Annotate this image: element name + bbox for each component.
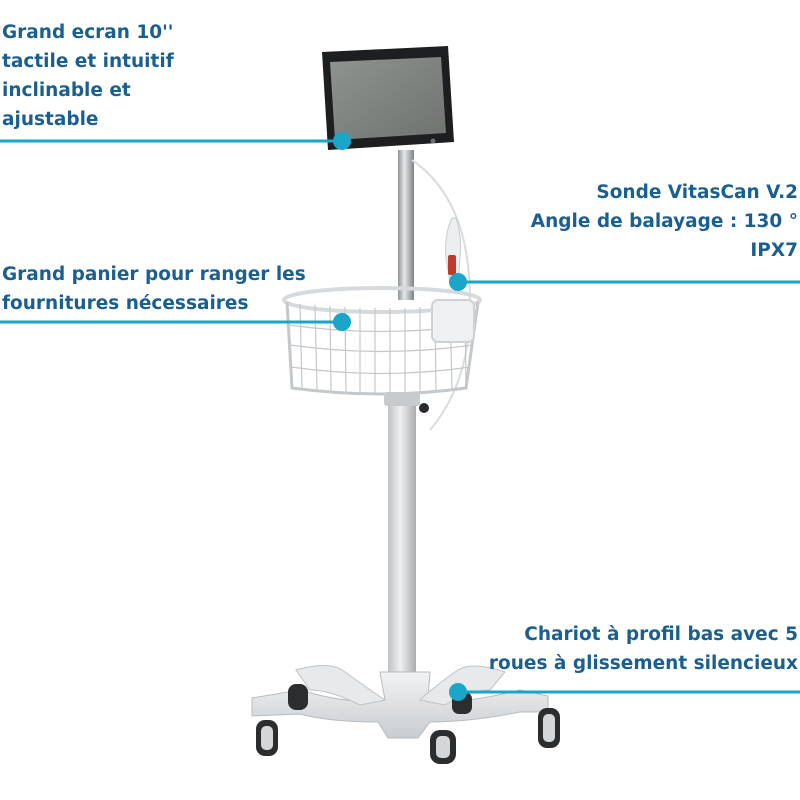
basket-image [282, 286, 482, 396]
base-annotation: Chariot à profil bas avec 5 roues à glis… [489, 620, 798, 678]
screen-unit [322, 46, 454, 150]
probe-annotation-line-1: Sonde VitasCan V.2 [596, 182, 798, 203]
base-annotation-line-1: Chariot à profil bas avec 5 [524, 624, 798, 645]
leader-lines [0, 132, 800, 701]
probe-image [445, 217, 461, 283]
screen-annotation: Grand ecran 10'' tactile et intuitif inc… [2, 18, 174, 134]
probe-annotation-line-2: Angle de balayage : 130 ° [530, 211, 798, 232]
basket-annotation-line-1: Grand panier pour ranger les [2, 264, 306, 285]
basket-annotation-line-2: fournitures nécessaires [2, 293, 249, 314]
base-image [251, 665, 560, 764]
screen-marker [333, 132, 351, 150]
screen-annotation-line-4: ajustable [2, 109, 99, 130]
probe-marker [449, 273, 467, 291]
probe-annotation: Sonde VitasCan V.2 Angle de balayage : 1… [531, 178, 798, 265]
base-marker [449, 683, 467, 701]
screen-annotation-line-3: inclinable et [2, 80, 131, 101]
screen-annotation-line-1: Grand ecran 10'' [2, 22, 174, 43]
basket-annotation: Grand panier pour ranger les fournitures… [2, 260, 306, 318]
base-annotation-line-2: roues à glissement silencieux [488, 653, 798, 674]
basket-marker [333, 313, 351, 331]
screen-annotation-line-2: tactile et intuitif [2, 51, 174, 72]
probe-annotation-line-3: IPX7 [750, 240, 798, 261]
